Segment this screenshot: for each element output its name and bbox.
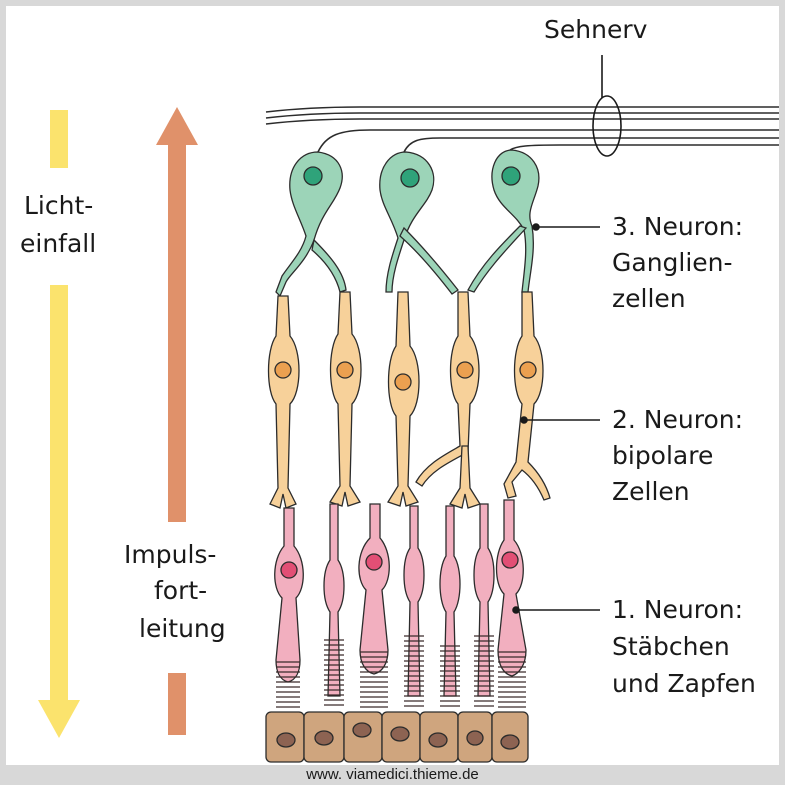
bipolar-nucleus — [275, 362, 291, 378]
rod-cell — [440, 506, 460, 696]
ganglion-cells — [276, 150, 539, 296]
diagram-panel: Sehnerv Licht- einfall Impuls- fort- lei… — [6, 6, 779, 765]
bipolar-nucleus — [457, 362, 473, 378]
ganglion-nucleus — [502, 167, 520, 185]
neuron2-title: 2. Neuron: — [612, 405, 743, 434]
ganglion-cell — [380, 152, 458, 294]
pigment-nucleus — [277, 733, 295, 747]
bipolar-cell — [504, 292, 550, 500]
impulse-arrow-shaft — [168, 140, 186, 522]
optic-nerve-label: Sehnerv — [544, 15, 648, 44]
cone-cell — [497, 500, 527, 676]
impulse-arrow-lower-segment — [168, 673, 186, 735]
rod-cell — [474, 504, 494, 696]
light-label-line1: Licht- — [24, 191, 93, 220]
bipolar-nucleus — [337, 362, 353, 378]
photoreceptor-nucleus — [366, 554, 382, 570]
neuron3-line3: zellen — [612, 284, 686, 313]
pigment-nucleus — [501, 735, 519, 749]
bipolar-cell — [416, 292, 480, 508]
pigment-nucleus — [315, 731, 333, 745]
pigment-nucleus — [353, 723, 371, 737]
nerve-fiber — [266, 119, 779, 124]
neuron1-title: 1. Neuron: — [612, 595, 743, 624]
bundle-ring — [593, 96, 621, 156]
light-label-line2: einfall — [20, 229, 96, 258]
light-arrow-head — [38, 700, 80, 738]
bipolar-cells — [269, 292, 551, 508]
ganglion-nucleus — [304, 167, 322, 185]
ganglion-cell — [276, 152, 346, 296]
cone-cell — [275, 508, 304, 682]
nerve-fiber — [318, 130, 779, 152]
impulse-label-line3: leitung — [139, 614, 226, 643]
ganglion-cell — [468, 150, 539, 292]
bipolar-cell — [330, 292, 361, 506]
neuron1-line3: und Zapfen — [612, 669, 756, 698]
rod-cell — [324, 504, 344, 696]
impulse-label-line2: fort- — [154, 576, 207, 605]
nerve-fiber — [266, 107, 779, 112]
light-arrow-shaft — [50, 285, 68, 705]
optic-nerve-fibers — [266, 107, 779, 152]
rod-cell — [404, 506, 424, 696]
ganglion-nucleus — [401, 169, 419, 187]
photoreceptor-nucleus — [281, 562, 297, 578]
neuron3-title: 3. Neuron: — [612, 212, 743, 241]
bipolar-nucleus — [520, 362, 536, 378]
nerve-fiber — [510, 145, 779, 150]
nerve-fiber — [266, 113, 779, 118]
impulse-arrow-head — [156, 107, 198, 145]
source-credit: www. viamedici.thieme.de — [0, 765, 785, 785]
pigment-nucleus — [467, 731, 483, 745]
neuron2-line3: Zellen — [612, 477, 690, 506]
pigment-epithelium — [266, 712, 528, 762]
impulse-label-line1: Impuls- — [124, 540, 216, 569]
bipolar-nucleus — [395, 374, 411, 390]
neuron3-line2: Ganglien- — [612, 248, 733, 277]
bipolar-cell — [269, 296, 300, 508]
neuron1-line2: Stäbchen — [612, 632, 730, 661]
cone-cell — [359, 504, 389, 674]
bipolar-cell — [388, 292, 419, 506]
retina-diagram: Sehnerv Licht- einfall Impuls- fort- lei… — [6, 6, 779, 765]
nerve-bundle-marker — [593, 55, 621, 156]
light-arrow-upper-segment — [50, 110, 68, 168]
pigment-nucleus — [391, 727, 409, 741]
pigment-nucleus — [429, 733, 447, 747]
neuron2-line2: bipolare — [612, 441, 713, 470]
photoreceptor-nucleus — [502, 552, 518, 568]
